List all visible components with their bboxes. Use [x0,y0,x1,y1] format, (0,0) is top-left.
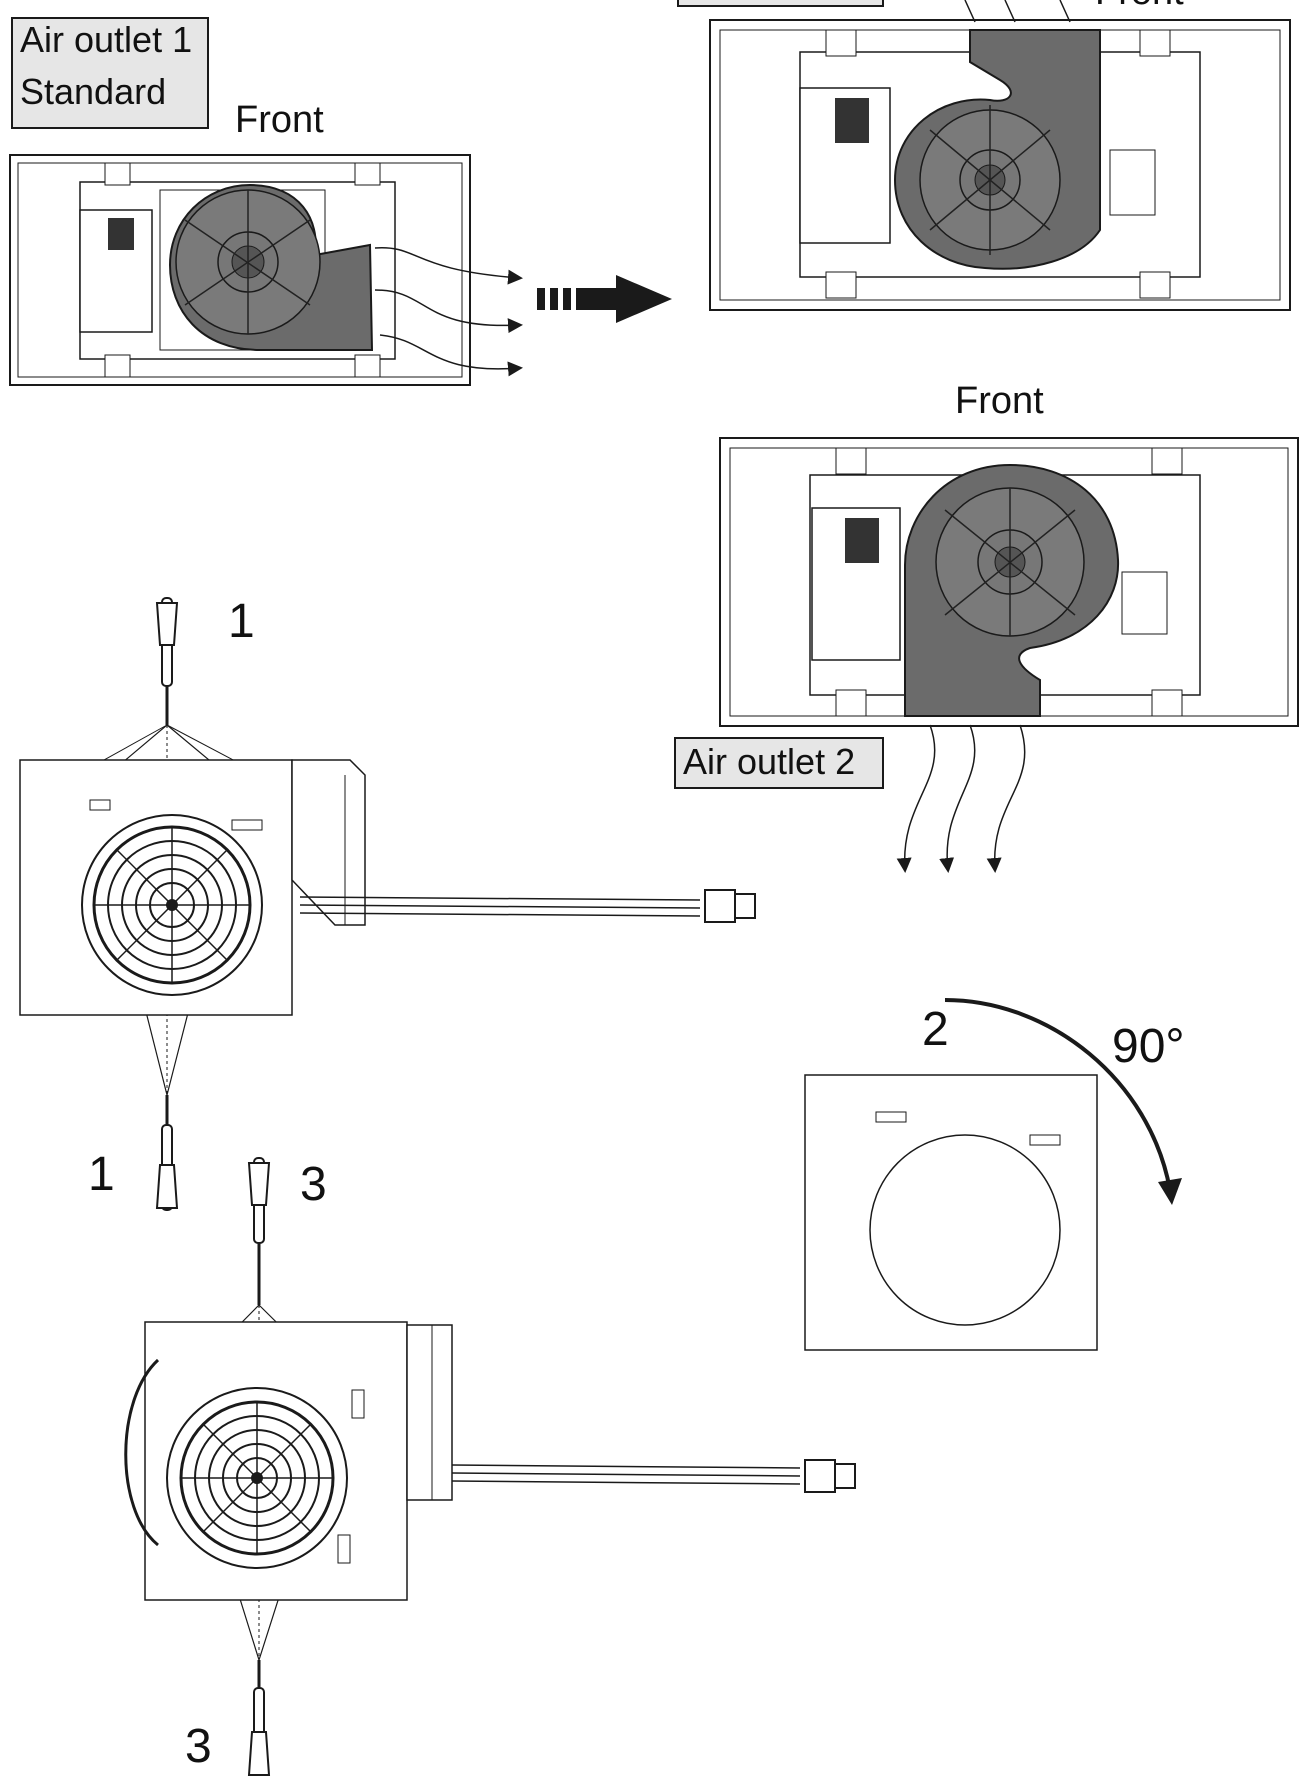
connector-plug [704,889,736,923]
step-1-bottom-label: 1 [88,1148,115,1201]
fan-reinstall-step-3: 3 3 [124,1157,856,1776]
unit-outlet-2: Front Air outlet 2 [674,380,1299,873]
screwdriver-icon [247,1157,271,1305]
cropped-label-box [677,0,884,7]
screwdriver-icon [155,597,179,725]
front-label-top-right: Front [1095,0,1184,13]
air-outlet-2-label: Air outlet 2 [683,741,855,782]
connector-plug [804,1459,836,1493]
unit-intermediate: Front [677,0,1291,311]
step-3-bottom-label: 3 [185,1720,212,1773]
plate-rotation-step-2: 2 90° [804,998,1185,1351]
air-outlet-1-label: Air outlet 1 [20,19,192,60]
transition-arrow [537,275,672,323]
unit-standard-outlet-1: Air outlet 1 Standard Front [9,17,523,386]
rotation-angle-label: 90° [1112,1020,1185,1073]
front-label-right-middle: Front [955,380,1044,422]
step-3-top-label: 3 [300,1158,327,1211]
front-label-top-left: Front [235,99,324,141]
screwdriver-icon [247,1687,271,1776]
step-1-top-label: 1 [228,595,255,648]
rotation-arrow-icon [944,998,1172,1191]
standard-label: Standard [20,71,166,112]
step-2-label: 2 [922,1003,949,1056]
unit-frame [9,154,471,386]
fan-removal-step-1: 1 1 [19,595,756,1211]
unit-frame [709,19,1291,311]
screwdriver-icon [155,1095,179,1211]
unit-frame [719,437,1299,727]
air-outlet-1-label-box [11,17,209,129]
air-outlet-2-label-box [674,737,884,789]
